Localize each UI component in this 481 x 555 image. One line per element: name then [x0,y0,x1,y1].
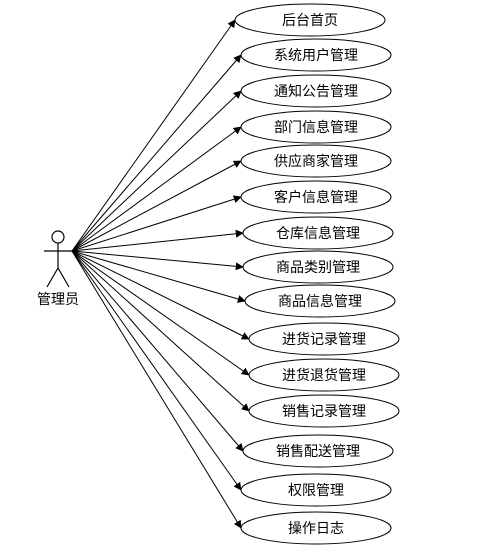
use-case-label: 权限管理 [288,483,344,499]
use-case-ellipse[interactable] [248,394,400,428]
use-case-label: 后台首页 [282,13,338,29]
association-arrow [71,250,250,376]
use-case-ellipse[interactable] [242,250,394,284]
use-case[interactable]: 客户信息管理 [240,180,392,214]
actor-right-leg [57,267,70,288]
association-arrow [71,54,242,252]
actor-name: 管理员 [37,292,79,308]
use-case-ellipse[interactable] [240,511,392,545]
use-case-ellipse[interactable] [242,434,394,468]
actor-administrator: 管理员 [37,230,79,308]
use-case[interactable]: 供应商家管理 [240,144,392,178]
association-arrow [71,250,250,412]
association-arrow [71,250,242,529]
association-arrow [71,19,236,252]
association-arrow [71,126,242,252]
use-case-label: 系统用户管理 [274,47,358,64]
use-case[interactable]: 销售配送管理 [242,434,394,468]
use-case[interactable]: 销售记录管理 [248,394,400,428]
association-arrow [71,160,242,252]
use-case-label: 商品类别管理 [276,260,360,276]
use-case-label: 销售配送管理 [276,444,360,460]
use-case[interactable]: 商品类别管理 [242,250,394,284]
association-arrow [71,250,244,452]
use-case-label: 商品信息管理 [278,293,362,310]
use-case[interactable]: 系统用户管理 [240,38,392,72]
use-case-list: 后台首页系统用户管理通知公告管理部门信息管理供应商家管理客户信息管理仓库信息管理… [234,3,400,545]
use-case[interactable]: 进货记录管理 [248,322,400,356]
use-case[interactable]: 仓库信息管理 [242,216,394,250]
association-arrow [71,250,250,340]
use-case-label: 部门信息管理 [274,119,358,136]
association-arrow [71,229,244,252]
use-case-ellipse[interactable] [248,322,400,356]
use-case-ellipse[interactable] [240,180,392,214]
use-case[interactable]: 部门信息管理 [240,110,392,144]
use-case-label: 通知公告管理 [274,83,358,100]
use-case-label: 供应商家管理 [274,153,358,170]
use-case-label: 进货记录管理 [282,331,366,348]
use-case-label: 仓库信息管理 [276,225,360,242]
use-case-label: 操作日志 [288,521,344,537]
use-case-ellipse[interactable] [240,74,392,108]
use-case-ellipse[interactable] [240,38,392,72]
use-case-ellipse[interactable] [234,3,386,37]
use-case[interactable]: 操作日志 [240,511,392,545]
use-case-ellipse[interactable] [244,284,396,318]
use-case-ellipse[interactable] [240,110,392,144]
actor-left-leg [46,267,59,288]
use-case[interactable]: 后台首页 [234,3,386,37]
association-arrow [71,195,242,252]
association-arrow [71,90,242,252]
association-arrow [71,250,246,303]
use-case[interactable]: 进货退货管理 [248,358,400,392]
use-case[interactable]: 商品信息管理 [244,284,396,318]
use-case-label: 客户信息管理 [274,189,358,206]
actor-head-icon [51,230,65,244]
use-case-label: 进货退货管理 [282,367,366,384]
association-lines [71,19,250,529]
use-case-ellipse[interactable] [240,473,392,507]
use-case-ellipse[interactable] [242,216,394,250]
use-case-ellipse[interactable] [240,144,392,178]
use-case-ellipse[interactable] [248,358,400,392]
use-case[interactable]: 通知公告管理 [240,74,392,108]
use-case[interactable]: 权限管理 [240,473,392,507]
association-arrow [71,250,244,271]
association-arrow [71,250,242,491]
use-case-label: 销售记录管理 [282,404,366,420]
